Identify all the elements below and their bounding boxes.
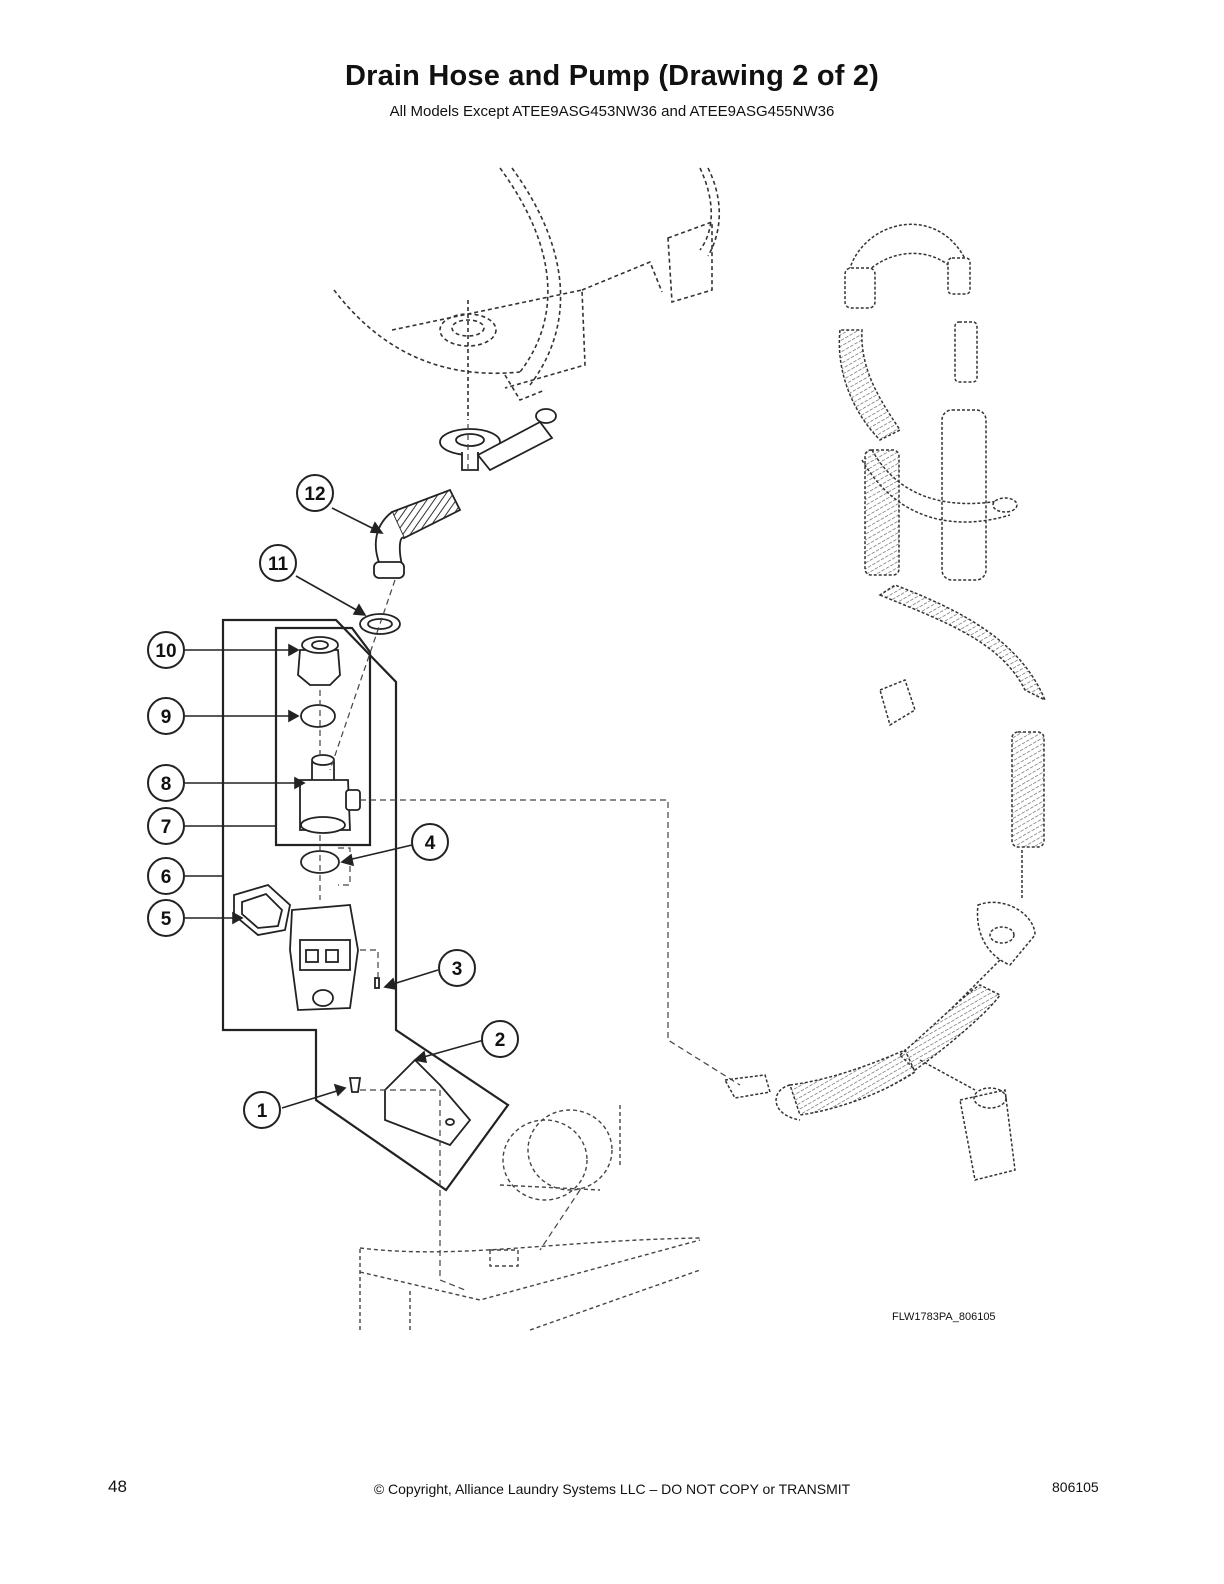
- copyright-notice: © Copyright, Alliance Laundry Systems LL…: [373, 1481, 851, 1497]
- svg-text:11: 11: [268, 554, 289, 575]
- svg-text:10: 10: [155, 641, 176, 662]
- drawing-code: FLW1783PA_806105: [892, 1311, 996, 1323]
- svg-text:5: 5: [161, 909, 172, 930]
- svg-text:1: 1: [257, 1101, 268, 1122]
- svg-text:7: 7: [161, 817, 172, 838]
- svg-text:3: 3: [452, 959, 463, 980]
- callout-4: 4: [411, 823, 449, 861]
- pump-parts: [233, 613, 472, 1147]
- svg-text:6: 6: [161, 867, 172, 888]
- page-subtitle: All Models Except ATEE9ASG453NW36 and AT…: [389, 103, 835, 120]
- callout-leaders: [185, 507, 485, 1109]
- svg-text:4: 4: [425, 833, 436, 854]
- pump-assembly-outline-part-6: [221, 618, 510, 1192]
- drain-hose-assembly-right: [723, 223, 1047, 1181]
- callout-9: 9: [147, 697, 185, 735]
- page-number: 48: [108, 1477, 127, 1496]
- callout-11: 11: [259, 544, 297, 582]
- alignment-lines: [319, 420, 741, 1291]
- page-title: Drain Hose and Pump (Drawing 2 of 2): [344, 60, 880, 92]
- document-number: 806105: [1052, 1479, 1099, 1495]
- callout-2: 2: [481, 1020, 519, 1058]
- callout-3: 3: [438, 949, 476, 987]
- callout-6: 6: [147, 857, 185, 895]
- callout-7: 7: [147, 807, 185, 845]
- drain-hose-part-12: [373, 408, 557, 579]
- callout-12: 12: [296, 474, 334, 512]
- tub-context: [333, 167, 721, 420]
- callout-8: 8: [147, 764, 185, 802]
- frame-context: [359, 1105, 701, 1331]
- svg-text:9: 9: [161, 707, 172, 728]
- callout-1: 1: [243, 1091, 281, 1129]
- svg-text:2: 2: [495, 1030, 506, 1051]
- callout-5: 5: [147, 899, 185, 937]
- svg-text:12: 12: [304, 484, 325, 505]
- svg-text:8: 8: [161, 774, 172, 795]
- callout-10: 10: [147, 631, 185, 669]
